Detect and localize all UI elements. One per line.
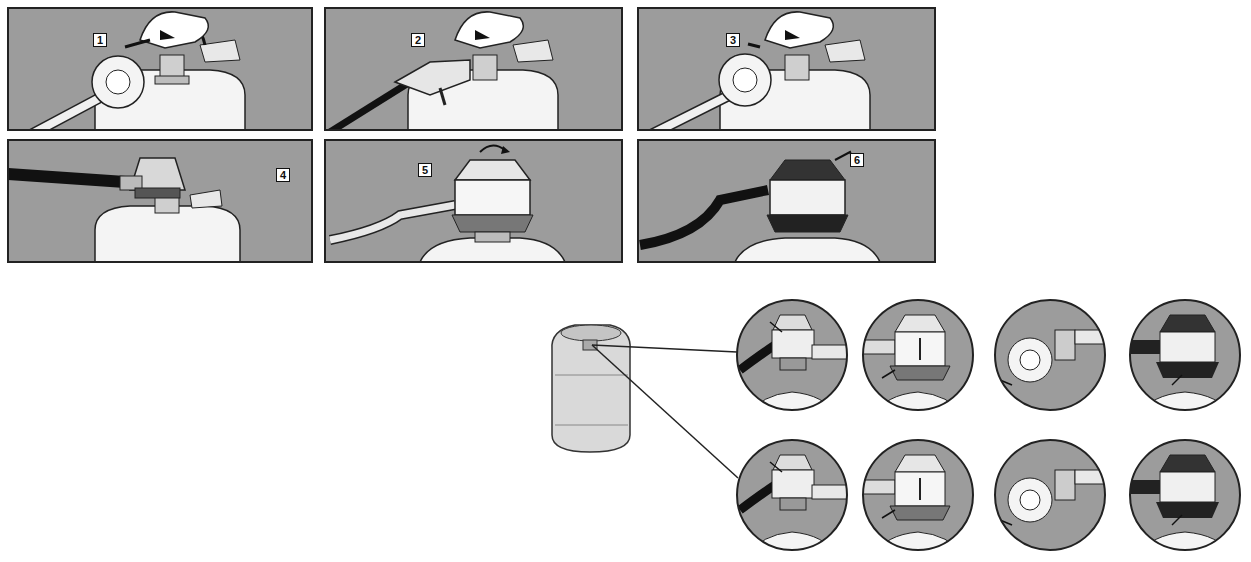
callout-number: 4 — [276, 168, 290, 182]
callout-number: 6 — [850, 153, 864, 167]
callout-number: 2 — [411, 33, 425, 47]
callout-number: 3 — [726, 33, 740, 47]
callout-number: 5 — [418, 163, 432, 177]
callout-number: 1 — [93, 33, 107, 47]
